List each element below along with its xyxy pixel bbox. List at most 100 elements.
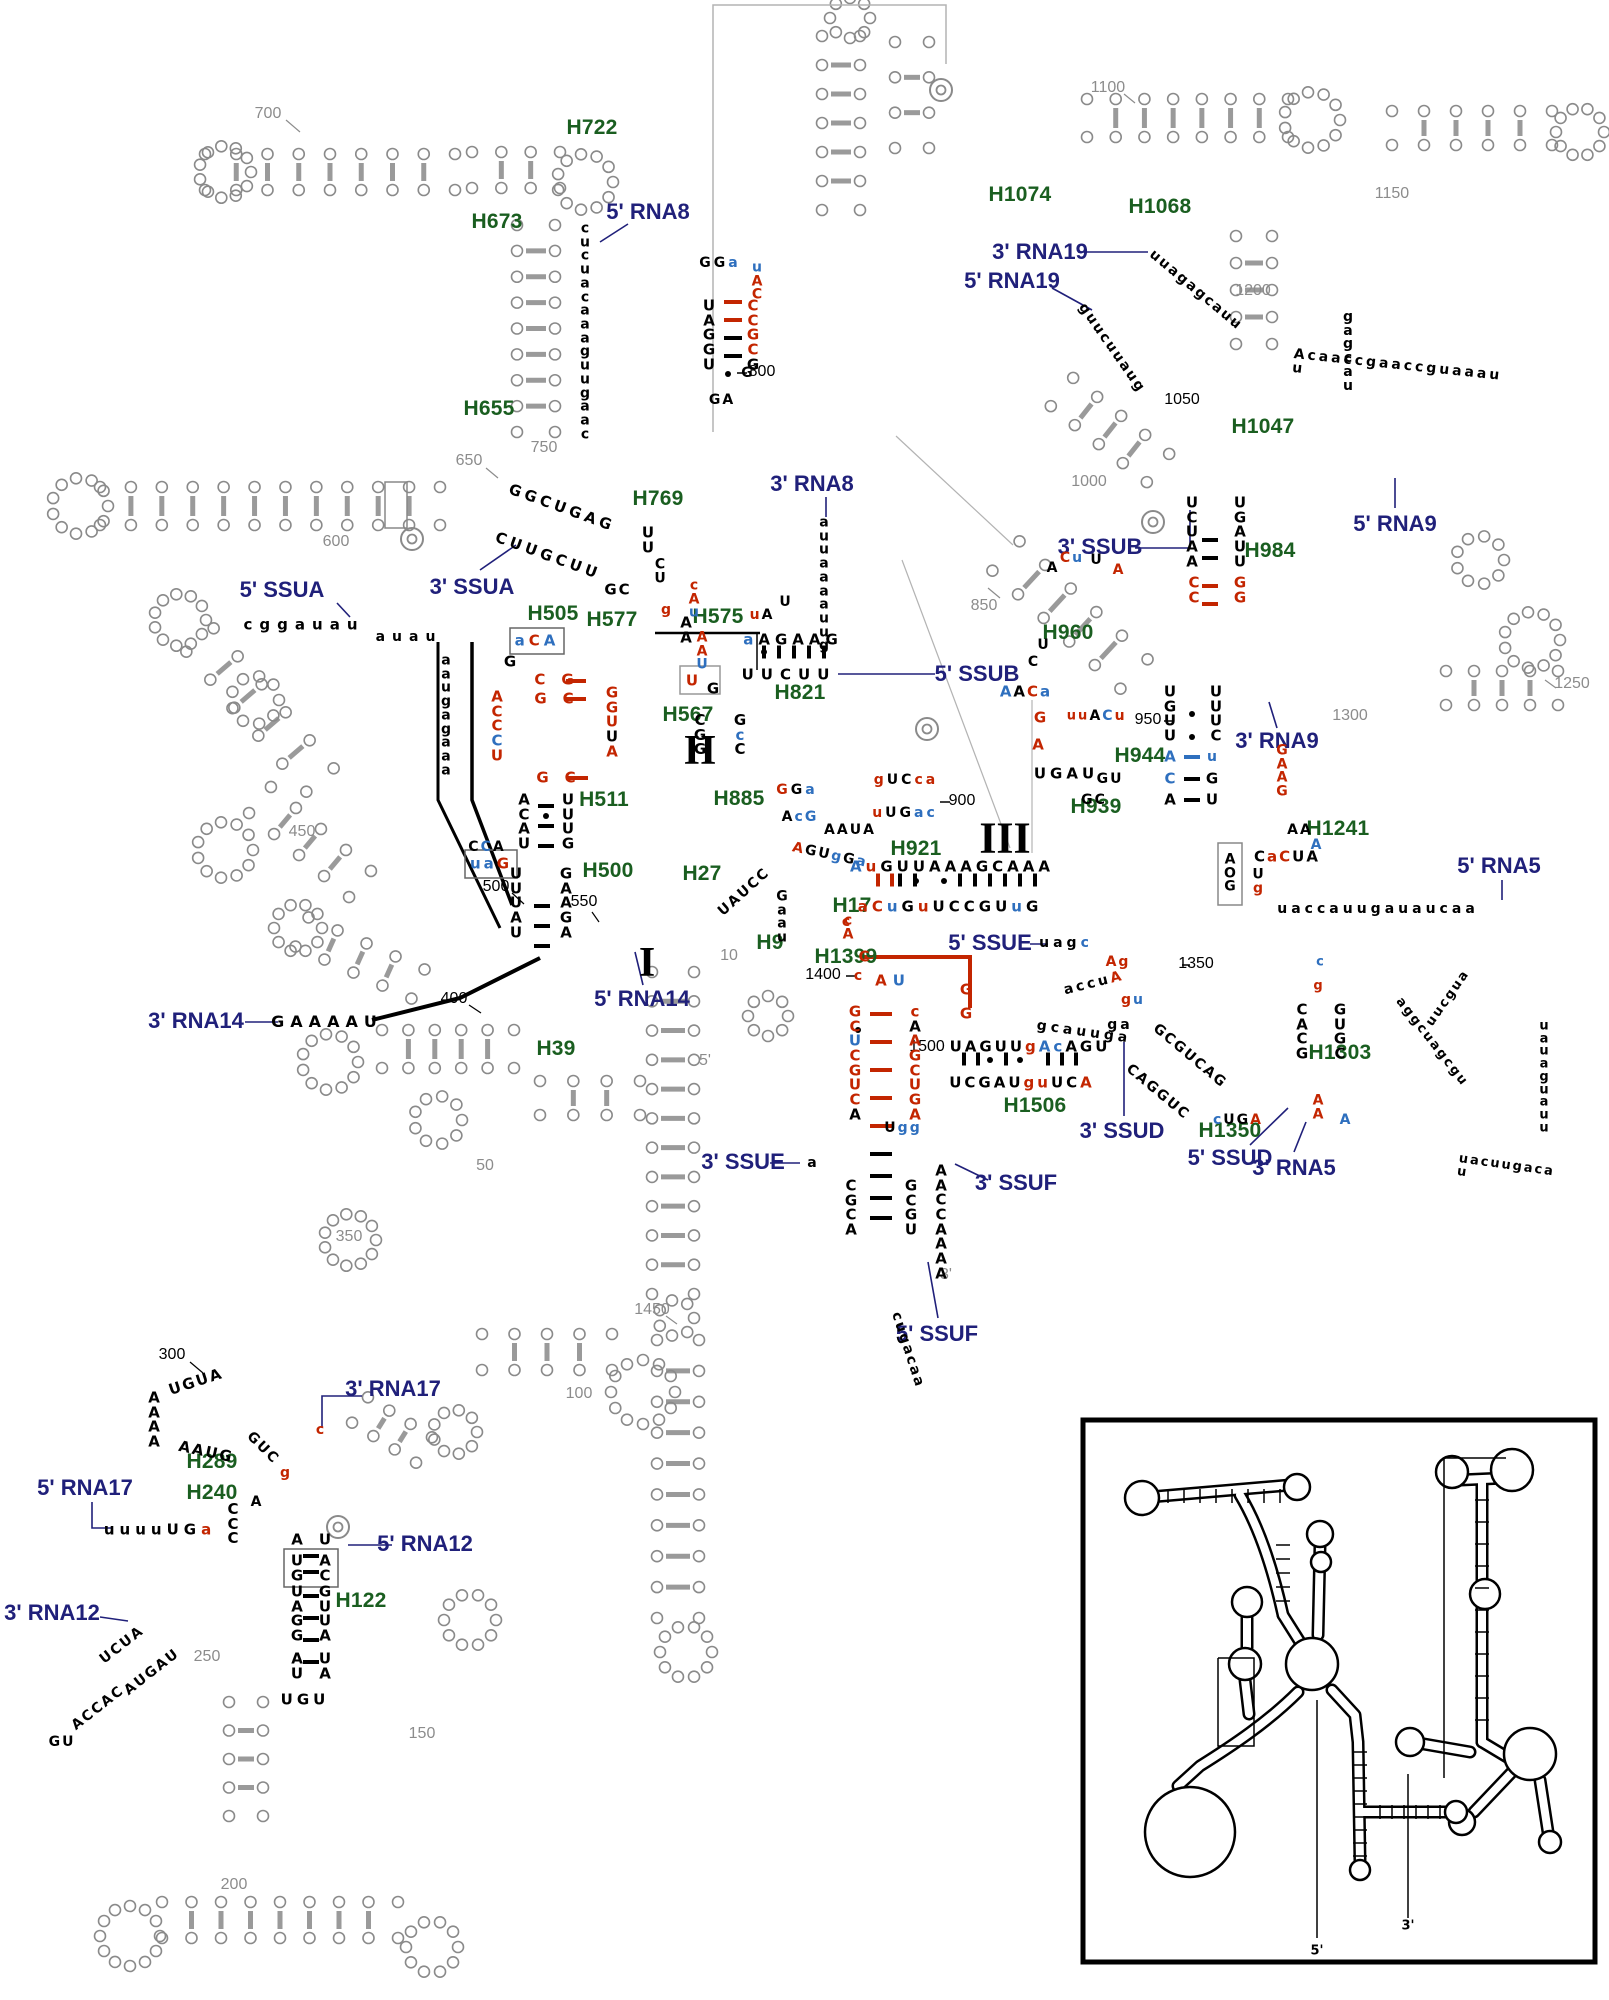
helix-label-h1074: H1074 [988, 183, 1052, 206]
sequence-gc-55: GC [1081, 792, 1107, 808]
sequence-cacua-16: CaCUA [1254, 847, 1320, 866]
sequence-g-110: G [959, 1004, 973, 1023]
sequence-g-87: g [660, 602, 672, 618]
sequence-gc-72: GC [534, 689, 590, 708]
sequence-a-42: A [1032, 735, 1044, 754]
sequence-a-35: A [1046, 560, 1058, 576]
leader-line-5 [1135, 510, 1191, 549]
position-label-700: 700 [254, 105, 282, 122]
leader-line-7 [1051, 287, 1093, 311]
fragment-label-3-rna14: 3' RNA14 [148, 1008, 244, 1033]
position-label-800: 800 [748, 363, 776, 380]
position-label-250: 250 [193, 1648, 221, 1665]
fragment-label-5-ssub: 5' SSUB [934, 661, 1020, 686]
helix-label-h722: H722 [566, 116, 618, 139]
fragment-label-3-rna19: 3' RNA19 [992, 239, 1088, 264]
sequence-ga-97: GA [708, 392, 736, 408]
helix-label-h1068: H1068 [1128, 195, 1192, 218]
sequence-gaaaau-4: GAAAAU [271, 1012, 383, 1031]
sequence-aagaag-26: aAGAAG [743, 630, 843, 649]
sequence-ua-28: uA [749, 607, 775, 623]
helix-label-h1047: H1047 [1231, 415, 1295, 438]
sequence-gc-83: GC [604, 580, 632, 599]
motif-box-0 [509, 627, 565, 655]
sequence-cuga-68: cUGA [1212, 1112, 1264, 1128]
sequence-g-61: g [1313, 978, 1323, 994]
fragment-label-5-ssud: 5' SSUD [1187, 1145, 1273, 1170]
fragment-label-3-rna5: 3' RNA5 [1252, 1155, 1336, 1180]
sequence-uu-43: uu [1066, 708, 1090, 724]
helix-label-h17: H17 [832, 894, 872, 917]
fragment-label-3-ssue: 3' SSUE [701, 1149, 785, 1174]
sequence-c-60: c [1316, 954, 1324, 970]
sequence-aa-56: AA [1287, 822, 1313, 838]
sequence-gu-54: GU [1096, 771, 1124, 787]
leader-line-17 [927, 1261, 939, 1319]
sequence-uaguugacagu-12: UAGUUgAcAGU [949, 1037, 1111, 1056]
fragment-label-5-ssua: 5' SSUA [239, 577, 325, 602]
sequence-gga-92: GGa [699, 255, 741, 271]
sequence-aaua-100: AAUA [824, 822, 876, 838]
sequence-auau-2: auau [375, 629, 443, 645]
sequence-acu-45: ACu [1089, 708, 1127, 724]
helix-label-h673: H673 [471, 210, 523, 233]
sequence-acuguuccguug-15: aCuGuUCCGUuG [857, 897, 1043, 916]
position-label-1250: 1250 [1554, 675, 1590, 692]
position-label-600: 600 [322, 533, 350, 550]
leader-line-2 [479, 544, 517, 571]
fragment-label-3-ssub: 3' SSUB [1057, 534, 1143, 559]
leader-line-11 [1293, 1121, 1307, 1153]
fragment-label-3-ssua: 3' SSUA [429, 574, 515, 599]
helix-label-h240: H240 [186, 1481, 238, 1504]
sequence-ugau-44: UGAU [1033, 764, 1099, 783]
sequence-u-53: U [1205, 790, 1219, 809]
sequence-uugac-18: uUGac [872, 805, 938, 821]
motif-box-4 [283, 1548, 339, 1588]
fragment-label-5-rna9: 5' RNA9 [1353, 511, 1437, 536]
position-label-850: 850 [970, 597, 998, 614]
sequence-cggauau-1: cggauau [243, 615, 365, 634]
helix-label-h921: H921 [890, 837, 942, 860]
leader-line-20 [321, 1395, 362, 1428]
position-label-1400: 1400 [805, 966, 841, 983]
sequence-acg-99: AcG [781, 809, 819, 825]
helix-label-h577: H577 [586, 608, 638, 631]
sequence-c-107: c [853, 968, 863, 984]
position-label-950: 950 [1134, 711, 1162, 728]
sequence-gga-98: GGa [776, 782, 818, 798]
helix-label-h885: H885 [713, 787, 765, 810]
sequence-c-50: C [1164, 769, 1176, 788]
sequence-a-116: a [807, 1155, 817, 1171]
sequence-a-37: A [1112, 562, 1124, 578]
sequence-gc-75: GC [536, 768, 592, 787]
leader-line-12 [1249, 1107, 1289, 1146]
sequence-aaca-38: AACa [999, 682, 1053, 701]
sequence-ugg-115: Ugg [884, 1120, 922, 1136]
position-label-450: 450 [288, 823, 316, 840]
motif-box-1 [464, 849, 518, 879]
fragment-label-5-rna14: 5' RNA14 [594, 986, 690, 1011]
